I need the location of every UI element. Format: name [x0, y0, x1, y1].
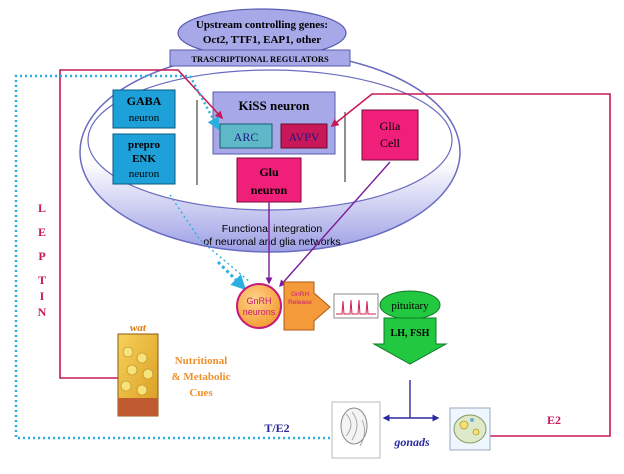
- pituitary-down-arrow: [372, 317, 448, 365]
- leptin-letter: L: [38, 201, 46, 215]
- arc-label: ARC: [234, 130, 259, 144]
- nutritional-line3: Cues: [189, 387, 213, 399]
- wat-cell-2: [136, 352, 148, 364]
- gaba-line1: GABA: [127, 94, 162, 108]
- enk-neuron-box: [112, 133, 176, 185]
- gonads-label: gonads: [393, 435, 430, 449]
- gnrh-line1: GnRH: [246, 296, 271, 306]
- nutritional-line2: & Metabolic: [172, 371, 231, 383]
- wat-skin-layer: [118, 398, 158, 416]
- ovary-follicle-1: [459, 420, 469, 430]
- ovary-icon: [453, 414, 487, 444]
- arc-box: [219, 123, 273, 149]
- gaba-line2: neuron: [129, 112, 160, 124]
- leptin-letter: N: [38, 305, 47, 319]
- glia-cell-box: [361, 109, 419, 161]
- integration-line1: Functional integration: [222, 223, 323, 235]
- leptin-letter: E: [38, 225, 46, 239]
- avpv-label: AVPV: [288, 130, 319, 144]
- gaba-neuron-box: [112, 89, 176, 129]
- integration-line2: of neuronal and glia networks: [203, 236, 340, 248]
- wat-cell-4: [142, 368, 154, 380]
- wat-label: wat: [130, 322, 147, 334]
- ovary-follicle-2: [472, 428, 480, 436]
- leptin-letter: I: [40, 289, 45, 303]
- glu-neuron-box: [236, 157, 302, 203]
- enk-line1: prepro: [128, 139, 160, 151]
- upstream-genes-line2: Oct2, TTF1, EAP1, other: [203, 34, 321, 46]
- enk-line2: ENK: [132, 153, 156, 165]
- glia-line2: Cell: [380, 136, 401, 150]
- nutritional-line1: Nutritional: [175, 355, 228, 367]
- regulators-bar: [169, 49, 351, 67]
- leptin-letter: T: [38, 273, 46, 287]
- leptin-path: [59, 69, 224, 379]
- glu-line2: neuron: [251, 183, 288, 197]
- leptin-letter: P: [38, 249, 45, 263]
- e2-label: E2: [547, 413, 561, 427]
- ovary-follicle-3: [470, 418, 474, 422]
- gnrh-release-line2: Release: [288, 299, 312, 306]
- gnrh-release-line1: GnRH: [291, 291, 309, 298]
- testis-icon: [340, 407, 368, 445]
- pulse-trace: [336, 299, 376, 315]
- gnrh-line2: neurons: [243, 307, 276, 317]
- e2-path: [330, 93, 611, 437]
- enk-line3: neuron: [129, 168, 160, 180]
- gnrh-neurons-circle: [236, 283, 282, 329]
- cyan-to-gnrh-arrow: [216, 260, 247, 291]
- glia-to-gnrh-arrow: [279, 161, 391, 288]
- upstream-genes-line1: Upstream controlling genes:: [196, 19, 328, 31]
- gnrh-release-arrow: [283, 281, 331, 331]
- wat-cell-5: [120, 380, 132, 392]
- pituitary-label: pituitary: [391, 300, 429, 312]
- regulators-label: TRASCRIPTIONAL REGULATORS: [191, 54, 329, 64]
- glu-line1: Glu: [259, 165, 279, 179]
- lh-fsh-label: LH, FSH: [391, 328, 430, 339]
- te2-dotted-path: [14, 74, 330, 440]
- glia-line1: Glia: [380, 119, 401, 133]
- kiss-title: KiSS neuron: [239, 98, 311, 113]
- avpv-box: [280, 123, 328, 149]
- te2-label: T/E2: [264, 421, 289, 435]
- wat-cell-6: [136, 384, 148, 396]
- wat-cell-3: [126, 364, 138, 376]
- wat-cell-1: [122, 346, 134, 358]
- leptin-label: L E P T I N: [38, 201, 47, 319]
- testis-detail: [345, 411, 365, 447]
